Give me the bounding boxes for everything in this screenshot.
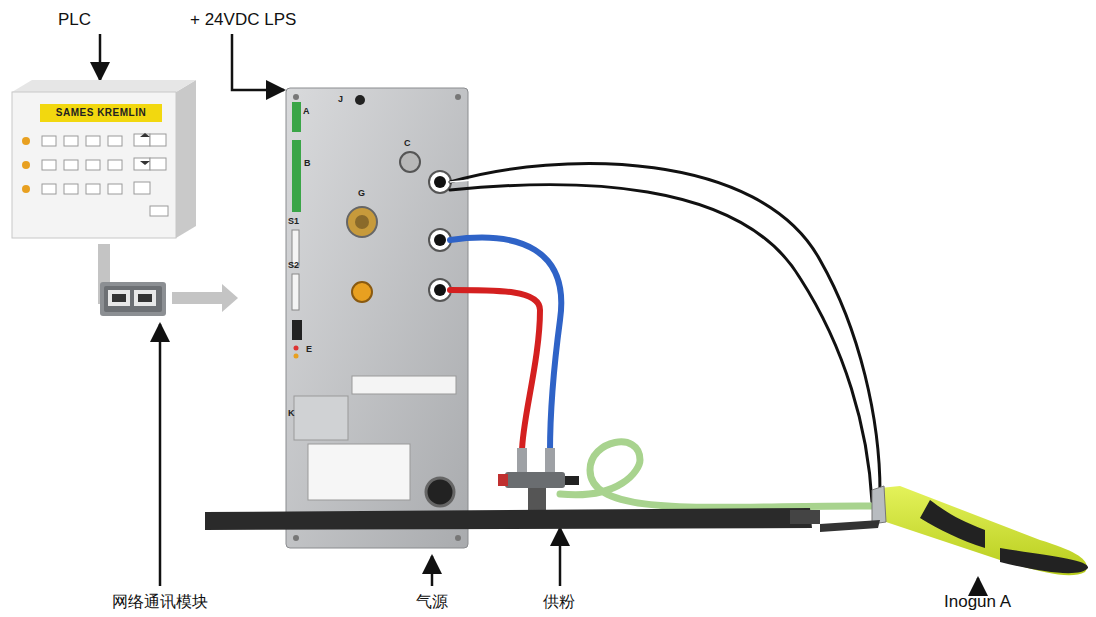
control-panel: [286, 88, 468, 548]
powder-injector: [498, 448, 579, 512]
port-letter: G: [358, 188, 365, 198]
hoses: [450, 164, 880, 508]
port-letter: A: [303, 106, 310, 116]
port-letter: C: [404, 138, 411, 148]
plc-device: [12, 80, 196, 238]
module-label: 网络通讯模块: [112, 592, 208, 613]
port-letter: E: [306, 344, 312, 354]
brand-strip: SAMES KREMLIN: [40, 104, 162, 122]
port-letter: S1: [288, 216, 299, 226]
gun-label: Inogun A: [944, 592, 1011, 612]
control-module: J A B C G S1S2E K: [286, 88, 468, 548]
air-label: 气源: [416, 592, 448, 613]
power-label: + 24VDC LPS: [190, 10, 296, 30]
spray-gun: [205, 486, 1088, 575]
port-letter: B: [304, 158, 311, 168]
plc-panel: SAMES KREMLIN: [12, 92, 176, 238]
port-letter: S2: [288, 260, 299, 270]
network-module: [100, 282, 166, 316]
port-letter: J: [338, 94, 343, 104]
flow-arrows: [98, 244, 238, 312]
callout-arrows: [100, 34, 978, 586]
powder-label: 供粉: [543, 592, 575, 613]
port-letter: K: [288, 408, 295, 418]
controller-label: PLC: [58, 10, 91, 30]
